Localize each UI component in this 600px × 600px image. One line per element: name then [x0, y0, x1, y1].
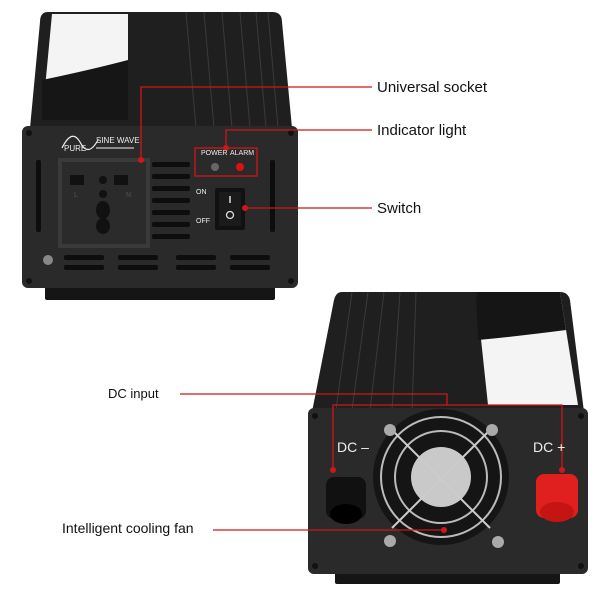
- callout-dc-input: DC input: [108, 386, 159, 401]
- off-label: OFF: [196, 218, 210, 225]
- on-label: ON: [196, 189, 207, 196]
- callout-indicator-light: Indicator light: [377, 122, 467, 139]
- pure-label: PURE: [64, 144, 87, 153]
- callout-switch: Switch: [377, 200, 422, 217]
- socket-l-label: L: [74, 192, 78, 199]
- power-label: POWER: [201, 150, 228, 157]
- callout-dots: [138, 145, 565, 533]
- inverter-rear-view: [308, 291, 588, 584]
- socket-n-label: N: [126, 192, 132, 199]
- dc-negative-label: DC –: [337, 439, 369, 455]
- inverter-front-view: [22, 11, 298, 300]
- sine-wave-label: SINE WAVE: [96, 136, 140, 145]
- dc-positive-label: DC +: [533, 439, 566, 455]
- alarm-label: ALARM: [230, 150, 255, 157]
- callout-universal-socket: Universal socket: [377, 79, 488, 96]
- callout-cooling-fan: Intelligent cooling fan: [62, 520, 194, 536]
